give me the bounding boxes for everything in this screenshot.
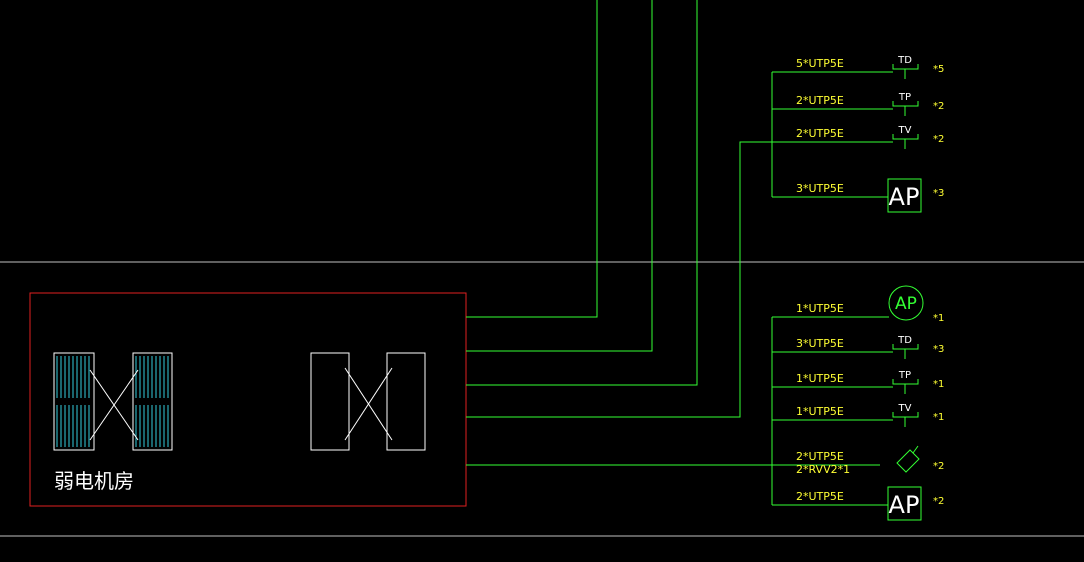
device-row: 1*UTP5E TP *1 <box>772 370 944 394</box>
quantity-label: *1 <box>933 379 944 390</box>
cable-label: 1*UTP5E <box>796 405 844 418</box>
cable-label: 5*UTP5E <box>796 57 844 70</box>
quantity-label: *2 <box>933 101 944 112</box>
device-label: TV <box>898 403 912 414</box>
ap-circle-icon <box>888 285 924 321</box>
rack-pair-right <box>310 352 426 451</box>
riser-cable <box>466 0 698 386</box>
device-row: 1*UTP5E TV *1 <box>772 403 944 427</box>
device-row: 2*UTP5E AP *2 <box>772 486 944 521</box>
rack-cabinet <box>53 352 95 451</box>
quantity-label: *3 <box>933 344 944 355</box>
device-label: AP <box>889 491 920 519</box>
cable-label: 2*UTP5E <box>796 127 844 140</box>
cable-label: 2*UTP5E <box>796 94 844 107</box>
room-label: 弱电机房 <box>54 469 134 493</box>
cable-label: 1*UTP5E <box>796 372 844 385</box>
rack-link <box>89 369 139 441</box>
device-row: 3*UTP5E TD *3 <box>772 335 944 359</box>
rack-cabinet <box>132 352 173 451</box>
quantity-label: *1 <box>933 412 944 423</box>
rack-cabinet <box>386 352 426 451</box>
rack-pair-left <box>53 352 173 451</box>
device-row: 2*UTP5E TV *2 <box>772 125 944 149</box>
device-row: 5*UTP5E TD *5 <box>772 55 944 79</box>
device-label: AP <box>895 294 917 314</box>
device-label: TP <box>898 370 911 381</box>
ap-box-icon <box>887 178 922 213</box>
cable-label: 2*UTP5E <box>796 490 844 503</box>
quantity-label: *2 <box>933 461 944 472</box>
device-row: 1*UTP5E AP *1 <box>772 285 944 324</box>
cable-label: 1*UTP5E <box>796 302 844 315</box>
rack-link <box>344 367 393 441</box>
cable-label: 2*UTP5E <box>796 450 844 463</box>
riser-cable <box>466 0 653 352</box>
quantity-label: *3 <box>933 188 944 199</box>
device-label: TD <box>897 55 912 66</box>
riser-cables <box>466 0 880 466</box>
cable-label: 3*UTP5E <box>796 337 844 350</box>
quantity-label: *1 <box>933 313 944 324</box>
equipment-room-frame <box>29 292 467 507</box>
device-label: TP <box>898 92 911 103</box>
device-label: TD <box>897 335 912 346</box>
device-label: AP <box>889 183 920 211</box>
camera-icon <box>896 445 920 473</box>
riser-cable <box>466 0 598 318</box>
rack-cabinet <box>310 352 350 451</box>
quantity-label: *2 <box>933 134 944 145</box>
cable-label-secondary: 2*RVV2*1 <box>796 463 850 476</box>
quantity-label: *2 <box>933 496 944 507</box>
cable-label: 3*UTP5E <box>796 182 844 195</box>
device-row: 2*UTP5E TP *2 <box>772 92 944 116</box>
device-row: 3*UTP5E AP *3 <box>772 178 944 213</box>
quantity-label: *5 <box>933 64 944 75</box>
ap-box-icon <box>887 486 922 521</box>
riser-cable <box>466 141 772 418</box>
device-label: TV <box>898 125 912 136</box>
